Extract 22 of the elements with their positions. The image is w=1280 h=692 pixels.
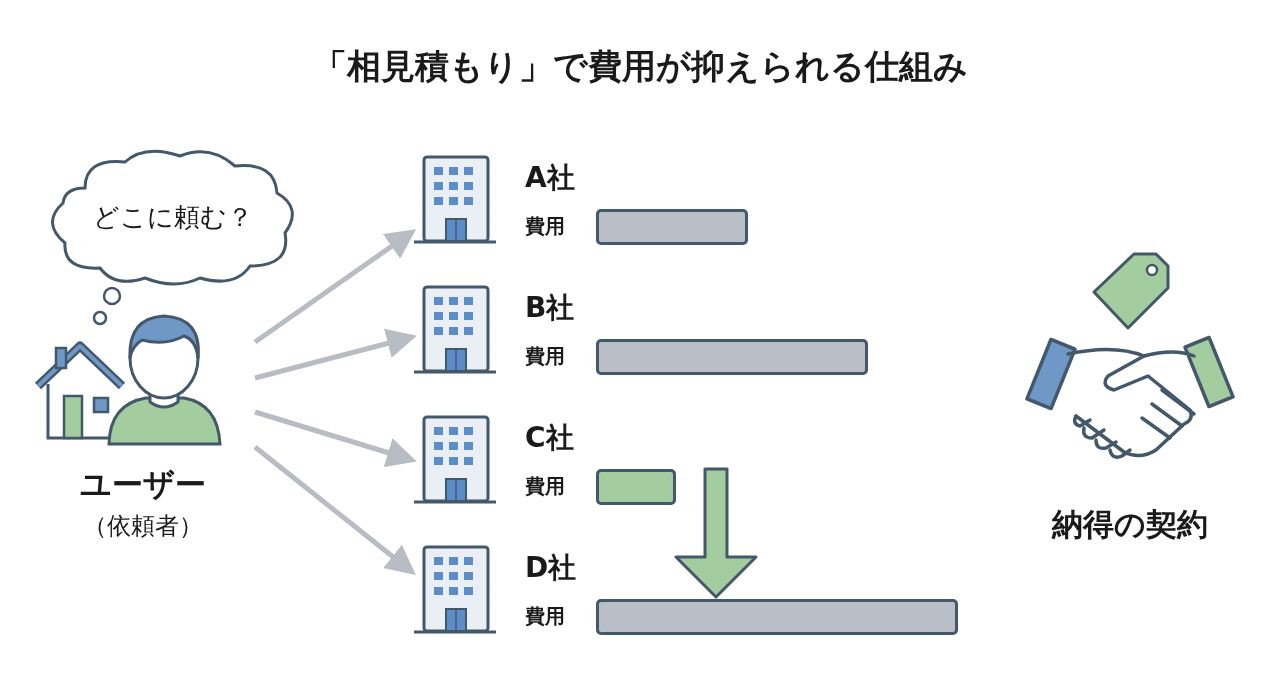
cost-label: 費用: [525, 213, 565, 240]
node-label: ユーザー: [78, 465, 207, 504]
arrow: [254, 409, 417, 468]
company-name: B社: [525, 290, 575, 326]
diagram-title: 「相見積もり」で費用が抑えられる仕組み: [311, 45, 969, 88]
company-name: C社: [525, 420, 574, 456]
cost-label: 費用: [525, 603, 565, 630]
company-name: A社: [525, 160, 575, 196]
cost-bar: [596, 469, 676, 505]
arrow: [253, 445, 416, 576]
cost-bar: [596, 599, 958, 635]
arrow: [253, 229, 417, 345]
cost-label: 費用: [525, 343, 565, 370]
block-arrow: [674, 467, 758, 599]
arrow: [254, 328, 417, 381]
cost-bar: [596, 339, 868, 375]
node-sublabel: （依頼者）: [81, 511, 204, 542]
cost-label: 費用: [525, 473, 565, 500]
cost-bar: [596, 209, 748, 245]
node-label: 納得の契約: [1050, 505, 1209, 544]
thought-text: どこに頼む？: [91, 201, 254, 234]
company-name: D社: [525, 550, 577, 586]
